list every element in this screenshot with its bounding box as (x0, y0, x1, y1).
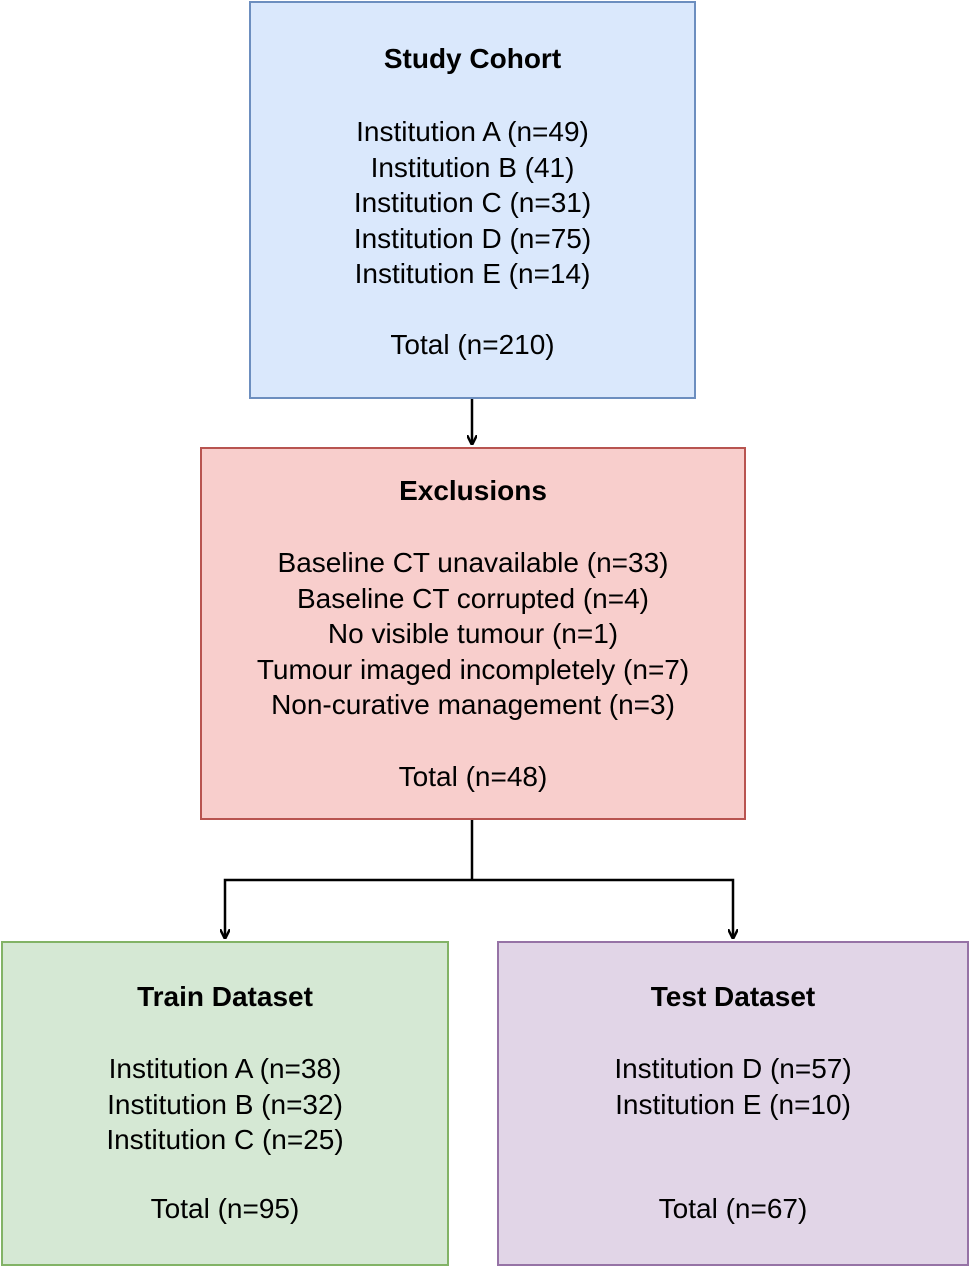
test-dataset-list: Institution D (n=57) Institution E (n=10… (499, 1051, 967, 1122)
test-dataset-total: Total (n=67) (658, 1193, 808, 1224)
train-dataset-list: Institution A (n=38) Institution B (n=32… (3, 1051, 447, 1158)
train-dataset-total: Total (n=95) (150, 1193, 300, 1224)
exclusions-title: Exclusions (399, 475, 547, 506)
study-cohort-line: Institution C (n=31) (353, 187, 592, 218)
study-cohort-box: Study Cohort Institution A (n=49) Instit… (249, 1, 696, 399)
study-cohort-total: Total (n=210) (390, 329, 555, 360)
study-cohort-line: Institution A (n=49) (356, 116, 589, 147)
arrow-to-test-dataset (472, 878, 733, 938)
exclusions-box: Exclusions Baseline CT unavailable (n=33… (200, 447, 746, 820)
test-dataset-line: Institution D (n=57) (614, 1053, 852, 1084)
arrow-to-train-dataset (225, 878, 472, 938)
train-dataset-line: Institution A (n=38) (108, 1053, 342, 1084)
exclusion-line: Baseline CT unavailable (n=33) (277, 547, 669, 578)
exclusion-line: No visible tumour (n=1) (327, 618, 619, 649)
train-dataset-line: Institution C (n=25) (106, 1124, 344, 1155)
test-dataset-title: Test Dataset (650, 981, 816, 1012)
train-dataset-title: Train Dataset (137, 981, 313, 1012)
exclusions-total: Total (n=48) (398, 761, 548, 792)
study-cohort-list: Institution A (n=49) Institution B (41) … (251, 114, 694, 292)
exclusion-line: Non-curative management (n=3) (271, 689, 675, 720)
train-dataset-line: Institution B (n=32) (107, 1088, 343, 1120)
exclusions-list: Baseline CT unavailable (n=33) Baseline … (202, 545, 744, 723)
test-dataset-line: Institution E (n=10) (615, 1088, 851, 1120)
study-cohort-line: Institution E (n=14) (354, 258, 591, 289)
train-dataset-box: Train Dataset Institution A (n=38) Insti… (1, 941, 449, 1266)
study-cohort-title: Study Cohort (383, 43, 562, 74)
exclusion-line: Tumour imaged incompletely (n=7) (256, 653, 690, 685)
study-cohort-line: Institution D (n=75) (353, 222, 592, 254)
test-dataset-box: Test Dataset Institution D (n=57) Instit… (497, 941, 969, 1266)
exclusion-line: Baseline CT corrupted (n=4) (297, 582, 649, 614)
study-cohort-line: Institution B (41) (370, 151, 575, 183)
